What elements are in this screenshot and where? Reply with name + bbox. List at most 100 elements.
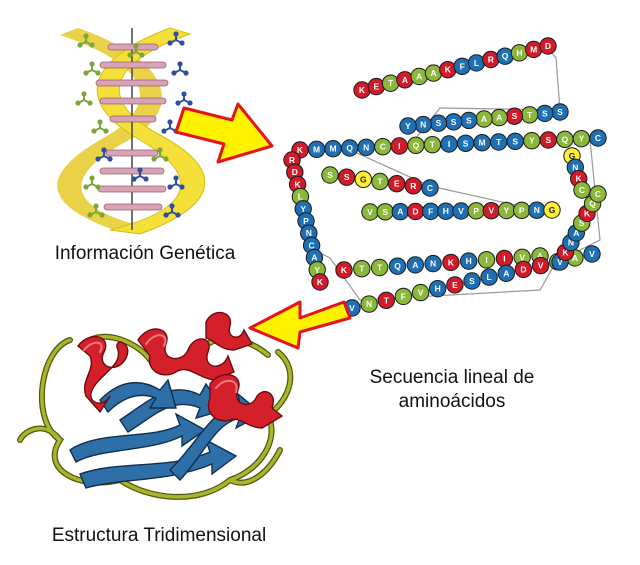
amino-acid-letter: K: [584, 208, 591, 218]
amino-acid-bead: S: [539, 131, 557, 149]
amino-acid-bead: G: [354, 170, 372, 189]
amino-acid-bead: T: [353, 260, 371, 278]
amino-acid-bead: H: [429, 280, 447, 298]
amino-acid-letter: H: [516, 48, 522, 58]
amino-acid-bead: A: [424, 64, 443, 82]
amino-acid-letter: V: [349, 303, 355, 313]
amino-acid-bead: S: [506, 132, 524, 151]
caption-sequence-line-1: Secuencia lineal de: [369, 367, 535, 388]
amino-acid-letter: S: [382, 207, 388, 217]
amino-acid-letter: S: [545, 135, 551, 145]
amino-acid-letter: A: [537, 251, 543, 261]
amino-acid-bead: K: [353, 81, 371, 99]
amino-acid-letter: Y: [314, 265, 320, 275]
amino-acid-bead: I: [390, 137, 408, 155]
amino-acid-letter: T: [384, 295, 390, 305]
amino-acid-bead: V: [411, 283, 430, 302]
alpha-helices: [77, 311, 284, 429]
amino-acid-bead: Y: [523, 132, 541, 150]
amino-acid-bead: T: [371, 172, 389, 191]
helix-ribbon-back: [57, 28, 162, 232]
amino-acid-letter: T: [496, 137, 502, 147]
amino-acid-letter: A: [402, 75, 408, 85]
amino-acid-letter: T: [377, 263, 383, 273]
amino-acid-bead: T: [490, 133, 508, 151]
nucleotide-cluster: [163, 203, 181, 218]
amino-acid-letter: Q: [346, 143, 353, 153]
amino-acid-letter: V: [458, 206, 464, 216]
amino-acid-letter: V: [367, 207, 373, 217]
amino-acid-bead: M: [324, 140, 342, 158]
amino-acid-letter: M: [479, 138, 486, 148]
amino-acid-letter: N: [306, 228, 312, 238]
amino-acid-bead: C: [589, 185, 607, 203]
amino-acid-bead: I: [477, 251, 496, 269]
base-pair-rungs: [95, 43, 169, 211]
amino-acid-letter: N: [363, 142, 369, 152]
amino-acid-letter: N: [568, 238, 574, 248]
amino-acid-bead: K: [311, 273, 329, 291]
amino-acid-bead: K: [439, 60, 457, 79]
amino-acid-letter: G: [360, 174, 367, 184]
amino-acid-letter: A: [503, 268, 509, 278]
amino-acid-letter: A: [481, 114, 487, 124]
amino-acid-letter: S: [469, 276, 475, 286]
amino-acid-bead: E: [367, 77, 385, 96]
caption-amino-acid-sequence: Secuencia lineal de aminoácidos: [352, 366, 552, 414]
amino-acid-letter: N: [420, 120, 426, 130]
amino-acid-bead: C: [421, 179, 439, 197]
amino-acid-bead: P: [513, 201, 531, 220]
amino-acid-letter: L: [486, 272, 491, 282]
amino-acid-letter: V: [519, 252, 525, 262]
amino-acid-letter: N: [534, 205, 540, 215]
caption-sequence-line-2: aminoácidos: [398, 391, 506, 412]
amino-acid-letter: I: [503, 254, 505, 264]
amino-acid-letter: K: [448, 257, 455, 267]
amino-acid-letter: S: [344, 172, 350, 182]
amino-acid-letter: I: [448, 139, 450, 149]
amino-acid-bead: K: [442, 253, 460, 272]
amino-acid-bead: M: [307, 140, 326, 159]
amino-acid-bead: S: [536, 104, 554, 123]
amino-acid-bead: M: [473, 134, 491, 152]
amino-acid-letter: S: [327, 170, 333, 180]
helix-highlight: [83, 334, 238, 393]
amino-acid-letter: S: [557, 107, 563, 117]
amino-acid-letter: K: [562, 247, 569, 257]
nucleotide-cluster: [83, 61, 101, 76]
amino-acid-letter: S: [463, 138, 469, 148]
amino-acid-letter: S: [436, 118, 442, 128]
amino-acid-bead: F: [422, 202, 440, 221]
amino-acid-letter: T: [527, 110, 533, 120]
amino-acid-bead: S: [505, 107, 524, 125]
amino-acid-letter: V: [538, 261, 544, 271]
amino-acid-letter: Y: [300, 204, 306, 214]
amino-acid-bead: S: [444, 113, 463, 131]
amino-acid-letter: P: [473, 206, 479, 216]
amino-acid-letter: N: [430, 259, 436, 269]
arrow-dna-to-sequence: [174, 102, 274, 164]
amino-acid-bead: K: [335, 261, 353, 279]
amino-acid-letter: A: [496, 113, 502, 123]
nucleotide-clusters: [75, 31, 193, 218]
amino-acid-letter: K: [576, 174, 583, 184]
amino-acid-letter: D: [520, 264, 526, 274]
amino-acid-bead: T: [520, 106, 539, 124]
amino-acid-bead: V: [531, 256, 550, 275]
amino-acid-bead: C: [589, 129, 607, 147]
amino-acid-bead: F: [453, 57, 471, 76]
amino-acid-letter: D: [292, 167, 298, 177]
amino-acid-letter: I: [485, 255, 487, 265]
amino-acid-bead: D: [514, 260, 533, 279]
nucleotide-cluster: [175, 91, 193, 106]
nucleotide-cluster: [91, 119, 109, 134]
amino-acid-bead: Q: [496, 47, 514, 65]
amino-acid-letter: N: [572, 162, 578, 172]
amino-acid-bead: I: [495, 249, 514, 268]
amino-acid-bead: L: [480, 268, 498, 286]
amino-acid-letter: S: [542, 108, 548, 118]
amino-acid-bead: S: [338, 168, 356, 186]
amino-acid-letter: E: [452, 280, 458, 290]
amino-acid-letter: Q: [502, 51, 509, 61]
